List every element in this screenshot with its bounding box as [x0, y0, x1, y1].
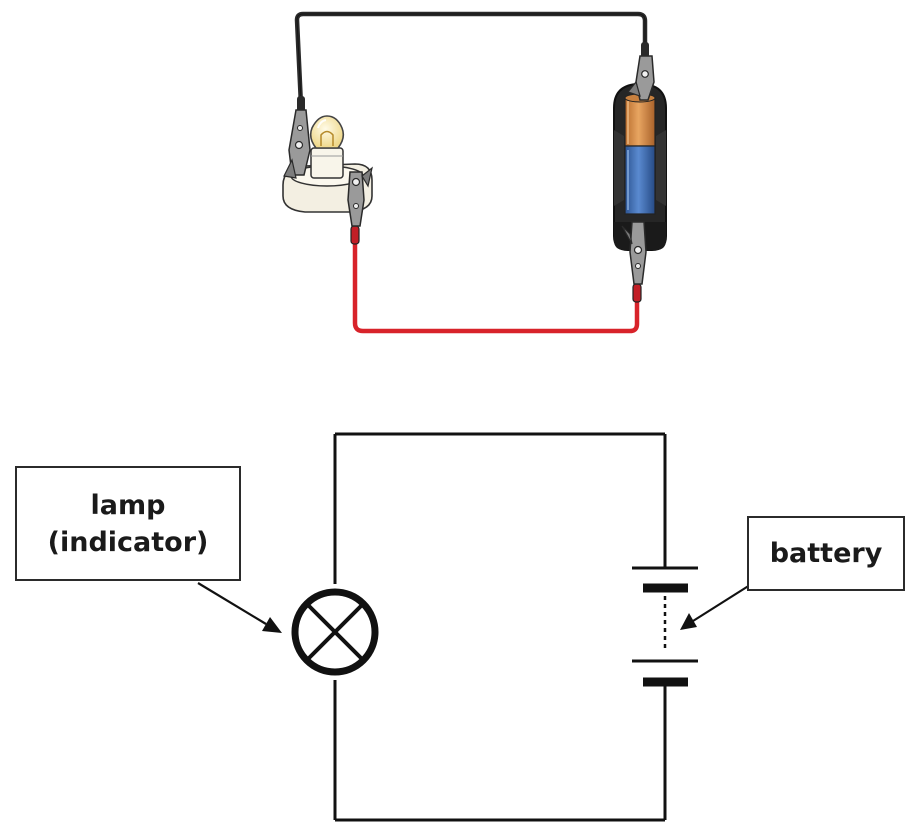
crocodile-clip-icon — [626, 55, 655, 101]
battery-arrowhead-icon — [680, 613, 697, 630]
crocodile-clip-icon — [283, 109, 311, 179]
cell-symbol-icon — [632, 566, 698, 687]
battery-icon — [613, 82, 667, 251]
lamp-arrow — [197, 582, 267, 625]
battery-label-text: battery — [769, 538, 883, 569]
pictorial-circuit — [282, 11, 667, 334]
crocodile-clip-icon — [621, 221, 647, 285]
lamp-symbol-icon — [291, 588, 379, 676]
black-wire — [294, 11, 648, 108]
lamp-arrowhead-icon — [262, 617, 282, 633]
battery-label: battery — [747, 516, 905, 591]
red-wire — [352, 232, 640, 334]
lamp-label-line2: (indicator) — [47, 526, 209, 558]
circuit-schematic — [291, 432, 698, 822]
battery-arrow — [692, 584, 751, 622]
lamp-label: lamp (indicator) — [15, 466, 241, 581]
annotation-arrows — [197, 582, 751, 633]
lamp-label-line1: lamp — [90, 489, 166, 521]
crocodile-clip-icon — [347, 166, 373, 227]
